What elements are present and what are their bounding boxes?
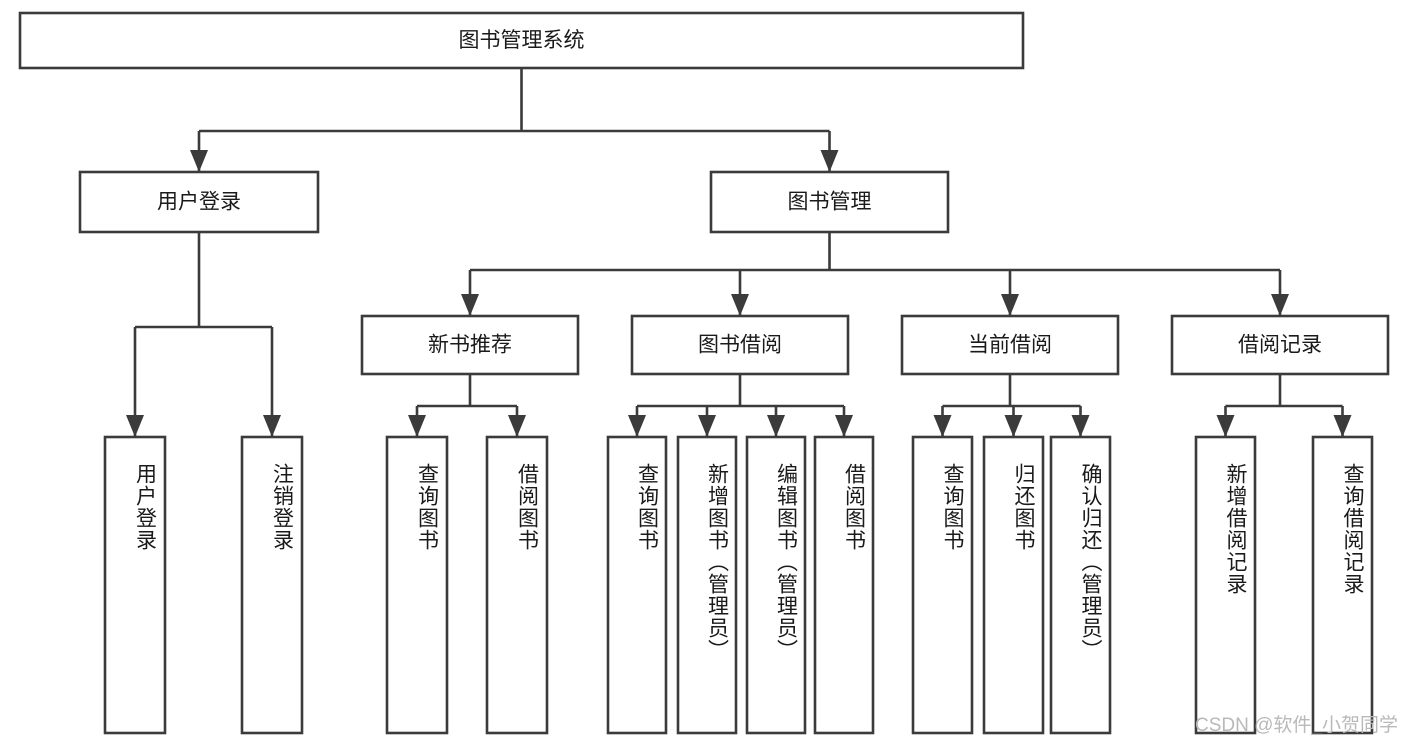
arrow-head <box>408 415 426 437</box>
node-label: 当前借阅 <box>968 334 1052 357</box>
node-box[interactable] <box>630 314 850 376</box>
node-leaf-query-book-current[interactable]: 查询图书 <box>911 435 974 735</box>
node-box[interactable] <box>606 435 668 735</box>
node-label: 编辑图书（管理员） <box>775 463 799 661</box>
node-label: 注销登录 <box>271 463 295 551</box>
node-box[interactable] <box>911 435 974 735</box>
node-box[interactable] <box>1049 435 1112 735</box>
node-label: 借阅记录 <box>1238 334 1322 357</box>
node-label: 用户登录 <box>157 191 241 214</box>
node-book-borrow[interactable]: 图书借阅 <box>630 314 850 376</box>
arrow-head <box>933 415 952 437</box>
arrow-head <box>508 415 526 437</box>
node-box[interactable] <box>360 314 580 376</box>
arrow-head <box>1271 294 1289 316</box>
node-label: 查询图书 <box>416 463 440 551</box>
nodes-layer: 图书管理系统用户登录图书管理新书推荐图书借阅当前借阅借阅记录用户登录注销登录查询… <box>18 11 1390 735</box>
arrow-head <box>1001 294 1019 316</box>
node-box[interactable] <box>78 170 320 234</box>
arrow-head <box>1333 415 1352 437</box>
node-label: 用户登录 <box>134 463 158 551</box>
node-leaf-borrow-book-recommend[interactable]: 借阅图书 <box>485 435 549 735</box>
node-box[interactable] <box>1311 435 1374 735</box>
node-box[interactable] <box>240 435 304 735</box>
node-box[interactable] <box>1194 435 1257 735</box>
arrow-head <box>1004 415 1023 437</box>
node-label: 新增图书（管理员） <box>706 463 730 661</box>
node-box[interactable] <box>745 435 807 735</box>
node-label: 图书管理系统 <box>459 29 585 52</box>
node-borrow-record[interactable]: 借阅记录 <box>1170 314 1390 376</box>
node-leaf-edit-book-admin[interactable]: 编辑图书（管理员） <box>745 435 807 735</box>
node-leaf-return-book[interactable]: 归还图书 <box>982 435 1045 735</box>
node-book-management[interactable]: 图书管理 <box>709 170 950 234</box>
arrow-head <box>461 294 479 316</box>
node-root[interactable]: 图书管理系统 <box>18 11 1025 70</box>
arrow-head <box>698 415 716 437</box>
node-box[interactable] <box>385 435 449 735</box>
csdn-watermark: CSDN @软件_小贺同学 <box>1195 714 1398 736</box>
arrow-head <box>190 150 208 172</box>
node-box[interactable] <box>900 314 1120 376</box>
node-leaf-logout[interactable]: 注销登录 <box>240 435 304 735</box>
arrow-head <box>820 150 839 172</box>
node-label: 新书推荐 <box>428 334 512 357</box>
node-label: 图书借阅 <box>698 334 782 357</box>
arrow-head <box>731 294 749 316</box>
arrow-head <box>1071 415 1090 437</box>
node-box[interactable] <box>813 435 875 735</box>
arrow-head <box>835 415 853 437</box>
node-leaf-add-book-admin[interactable]: 新增图书（管理员） <box>676 435 738 735</box>
node-leaf-add-borrow-record[interactable]: 新增借阅记录 <box>1194 435 1257 735</box>
node-box[interactable] <box>485 435 549 735</box>
node-leaf-query-borrow-record[interactable]: 查询借阅记录 <box>1311 435 1374 735</box>
node-label: 查询图书 <box>941 463 965 551</box>
node-box[interactable] <box>709 170 950 234</box>
connectors-layer <box>126 68 1352 437</box>
node-user-login[interactable]: 用户登录 <box>78 170 320 234</box>
node-leaf-query-book-recommend[interactable]: 查询图书 <box>385 435 449 735</box>
node-box[interactable] <box>676 435 738 735</box>
node-current-borrow[interactable]: 当前借阅 <box>900 314 1120 376</box>
node-box[interactable] <box>103 435 167 735</box>
node-label: 借阅图书 <box>516 463 540 551</box>
arrow-head <box>263 415 281 437</box>
node-label: 新增借阅记录 <box>1224 463 1248 595</box>
node-label: 查询借阅记录 <box>1341 463 1365 595</box>
node-label: 查询图书 <box>636 463 660 551</box>
node-box[interactable] <box>1170 314 1390 376</box>
node-label: 图书管理 <box>788 191 872 214</box>
arrow-head <box>126 415 144 437</box>
node-label: 确认归还（管理员） <box>1079 463 1103 661</box>
arrow-head <box>1216 415 1235 437</box>
node-leaf-borrow-book[interactable]: 借阅图书 <box>813 435 875 735</box>
node-box[interactable] <box>18 11 1025 70</box>
node-label: 借阅图书 <box>843 463 867 551</box>
node-leaf-query-book-borrow[interactable]: 查询图书 <box>606 435 668 735</box>
arrow-head <box>767 415 785 437</box>
node-label: 归还图书 <box>1012 463 1036 551</box>
node-new-book-recommend[interactable]: 新书推荐 <box>360 314 580 376</box>
node-leaf-user-login[interactable]: 用户登录 <box>103 435 167 735</box>
node-leaf-confirm-return-admin[interactable]: 确认归还（管理员） <box>1049 435 1112 735</box>
node-box[interactable] <box>982 435 1045 735</box>
arrow-head <box>628 415 646 437</box>
